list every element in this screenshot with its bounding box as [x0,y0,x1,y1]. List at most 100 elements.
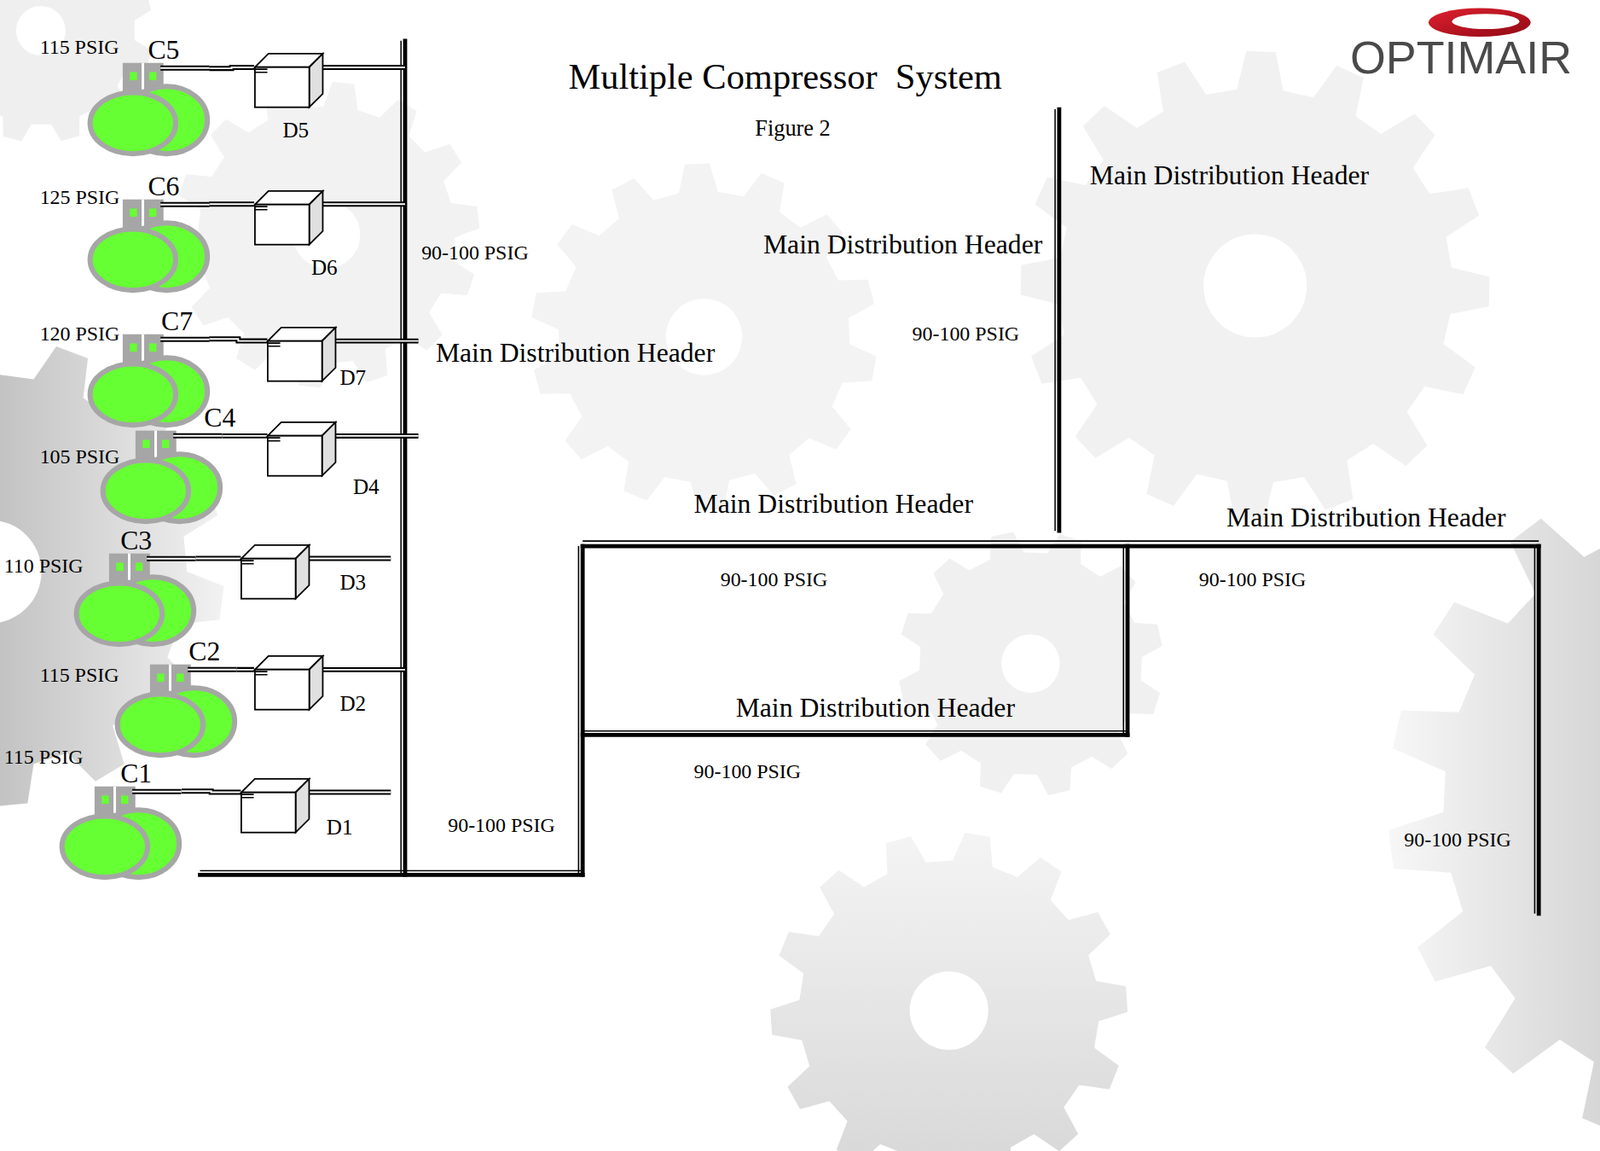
pipe-line [208,338,267,341]
compressor-neck-gap [113,785,116,812]
air-dryer: D4 [266,421,337,477]
dryer-inlet [268,437,281,441]
header-pipe-wall [1054,109,1056,531]
pipe-line-gap [208,202,255,205]
pipe-line-gap [208,67,255,69]
compressor-port [176,673,184,683]
dryer-side-face [309,190,324,244]
air-dryer: D7 [266,326,337,383]
dryer-tag: D3 [339,571,366,593]
pressure-label: 110 PSIG [4,556,84,577]
compressor-tag: C1 [120,761,152,787]
pipe-line-gap [181,790,241,792]
compressor-port [149,72,157,82]
gear-watermark [0,336,225,806]
pressure-range-label: 90-100 PSIG [912,324,1021,345]
dryer-front-face [255,203,310,244]
dryer-front-face [255,669,310,710]
outlet-pipe [309,203,406,205]
header-pipe [400,40,406,875]
dryer-front-face [267,341,323,382]
outlet-pipe-line-gap [309,668,406,671]
compressor-tag: C7 [161,309,193,335]
dryer-tag: D4 [353,475,380,498]
dryer-inlet [255,206,267,210]
header-label: Main Distribution Header [435,339,715,367]
pressure-range-label: 90-100 PSIG [720,569,829,591]
header-pipe [1055,109,1060,531]
header-label: Main Distribution Header [736,694,1015,722]
compressor-outlet [146,555,196,561]
compressor-neck-gap [141,63,145,90]
dryer-side-face [322,422,337,476]
compressor-port [149,208,157,217]
compressor-port [156,673,164,683]
outlet-pipe [309,66,406,68]
compressor-outlet-gap [187,668,237,671]
header-pipe [1123,545,1128,735]
pipe-connector [196,557,242,559]
header-pipe-wall [1125,545,1131,735]
compressor-body [117,694,203,756]
outlet-pipe [309,668,406,670]
compressor-outlet [133,788,182,794]
dryer-tag: D7 [339,366,366,389]
gear-watermark [1020,51,1490,521]
dryer-symbol [254,52,324,109]
pipe-connector [181,790,241,792]
pressure-label: 105 PSIG [40,446,121,468]
header-pipe [582,730,1128,736]
header-pipe-wall [403,40,408,875]
dryer-inlet [242,560,255,564]
dryer-inlet [255,671,267,675]
dryer-inlet [242,794,255,798]
pipe-connector [222,434,268,436]
gear-watermark [898,531,1162,795]
header-pipe-wall [1536,545,1542,914]
compressor-neck-gap [141,333,145,360]
air-dryer: D3 [240,544,310,600]
dryer-front-face [267,435,323,476]
outlet-pipe-line-gap [309,202,406,205]
outlet-pipe-line-gap [322,434,418,437]
outlet-pipe-line-gap [322,340,418,343]
compressor-body [62,815,148,877]
pipe-line [208,201,255,207]
gear-watermark [1388,458,1600,1151]
header-pipe-wall [1122,545,1125,735]
dryer-symbol [240,777,310,834]
pipe-line-gap [208,338,267,341]
pipe-connector [208,338,267,341]
pressure-range-label: 90-100 PSIG [1403,829,1512,851]
air-dryer: D1 [240,777,310,834]
outlet-pipe-line [322,433,418,439]
compressor-port [162,440,169,449]
compressor-body [89,228,175,290]
header-pipe-wall [582,544,1539,549]
outlet-pipe [322,434,418,436]
outlet-pipe [322,340,418,342]
pipe-line-gap [237,668,255,671]
dryer-front-face [255,67,310,108]
compressor-tag: C5 [147,38,180,64]
pipe-connector [237,668,255,670]
pressure-label: 115 PSIG [40,37,120,58]
compressor-port [129,72,137,82]
compressor: C2 [114,639,238,759]
header-pipe-wall [582,539,1539,542]
pressure-range-label: 90-100 PSIG [694,761,802,783]
dryer-symbol [240,544,310,600]
pressure-range-label: 90-100 PSIG [421,243,529,264]
air-dryer: D6 [254,190,324,246]
compressor-outlet [160,336,209,342]
compressor-tag: C2 [188,639,221,665]
compressor-outlet-gap [173,434,222,437]
pressure-label: 120 PSIG [40,324,121,345]
compressor-tag: C6 [147,174,180,200]
dryer-side-face [309,53,324,108]
gear-watermark [173,81,481,389]
compressor-port [149,342,157,352]
dryer-tag: D1 [326,816,354,838]
outlet-pipe-line [322,338,418,344]
